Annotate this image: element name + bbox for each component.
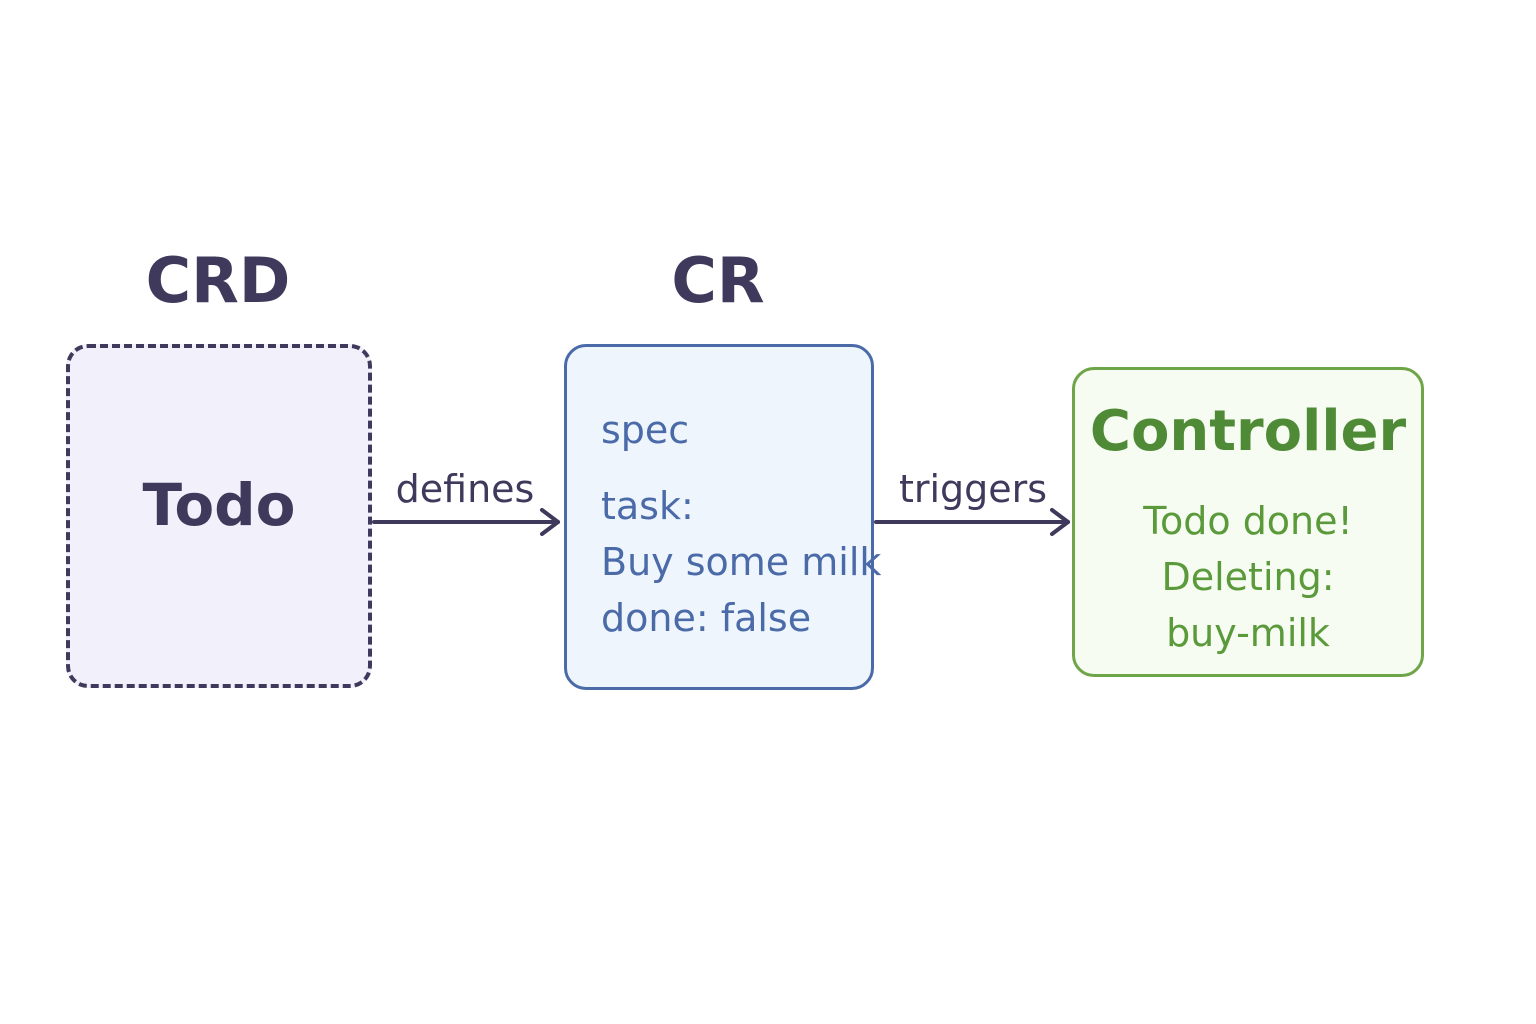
controller-message-line: Todo done! (1143, 499, 1353, 543)
defines-arrow (372, 508, 560, 536)
cr-spec-label: spec (601, 408, 690, 452)
cr-task-label: task: (601, 484, 694, 528)
cr-task-value: Buy some milk (601, 540, 882, 584)
controller-message-line: buy-milk (1166, 611, 1330, 655)
controller-title: Controller (1089, 399, 1407, 464)
cr-box: spec task: Buy some milk done: false (564, 344, 881, 690)
crd-box: Todo (66, 344, 372, 688)
triggers-label: triggers (898, 467, 1048, 511)
crd-heading: CRD (145, 244, 291, 317)
defines-label: defines (395, 467, 535, 511)
cr-done-field: done: false (601, 596, 812, 640)
crd-name: Todo (142, 471, 296, 539)
triggers-arrow (874, 508, 1070, 536)
controller-message-line: Deleting: (1161, 555, 1335, 599)
cr-heading: CR (671, 244, 765, 317)
controller-box: Controller Todo done! Deleting: buy-milk (1072, 367, 1424, 677)
